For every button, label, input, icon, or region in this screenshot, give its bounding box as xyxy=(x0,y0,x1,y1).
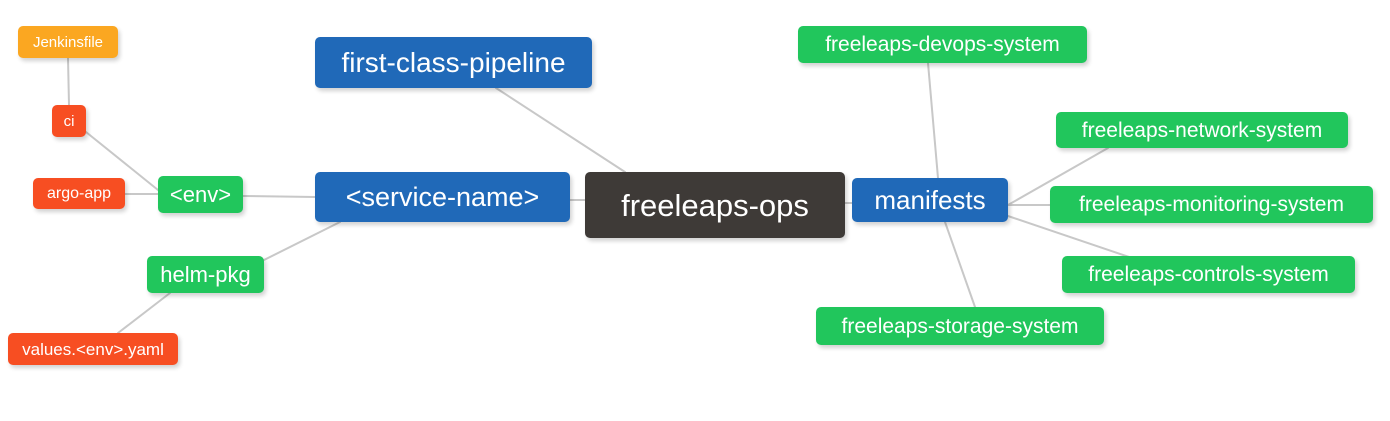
mindmap-node-env[interactable]: <env> xyxy=(158,176,243,213)
mindmap-node-service-name[interactable]: <service-name> xyxy=(315,172,570,222)
mindmap-node-jenkinsfile[interactable]: Jenkinsfile xyxy=(18,26,118,58)
edge-helm-pkg-to-values-yaml xyxy=(117,292,171,334)
mindmap-node-storage-system[interactable]: freeleaps-storage-system xyxy=(816,307,1104,345)
mindmap-node-freeleaps-ops[interactable]: freeleaps-ops xyxy=(585,172,845,238)
edge-service-name-to-helm-pkg xyxy=(263,221,341,261)
edge-manifests-to-devops-system xyxy=(927,62,939,179)
mindmap-node-devops-system[interactable]: freeleaps-devops-system xyxy=(798,26,1087,63)
mindmap-node-argo-app[interactable]: argo-app xyxy=(33,178,125,209)
mindmap-node-network-system[interactable]: freeleaps-network-system xyxy=(1056,112,1348,148)
edge-first-class-pipeline-to-freeleaps-ops xyxy=(495,87,626,173)
mindmap-node-manifests[interactable]: manifests xyxy=(852,178,1008,222)
mindmap-node-monitoring-system[interactable]: freeleaps-monitoring-system xyxy=(1050,186,1373,223)
mindmap-node-first-class-pipeline[interactable]: first-class-pipeline xyxy=(315,37,592,88)
mindmap-node-values-yaml[interactable]: values.<env>.yaml xyxy=(8,333,178,365)
edge-env-to-service-name xyxy=(242,195,316,198)
mindmap-node-ci[interactable]: ci xyxy=(52,105,86,137)
mindmap-node-helm-pkg[interactable]: helm-pkg xyxy=(147,256,264,293)
edge-manifests-to-storage-system xyxy=(944,221,976,308)
mindmap-node-controls-system[interactable]: freeleaps-controls-system xyxy=(1062,256,1355,293)
edge-jenkinsfile-to-ci xyxy=(67,57,70,106)
